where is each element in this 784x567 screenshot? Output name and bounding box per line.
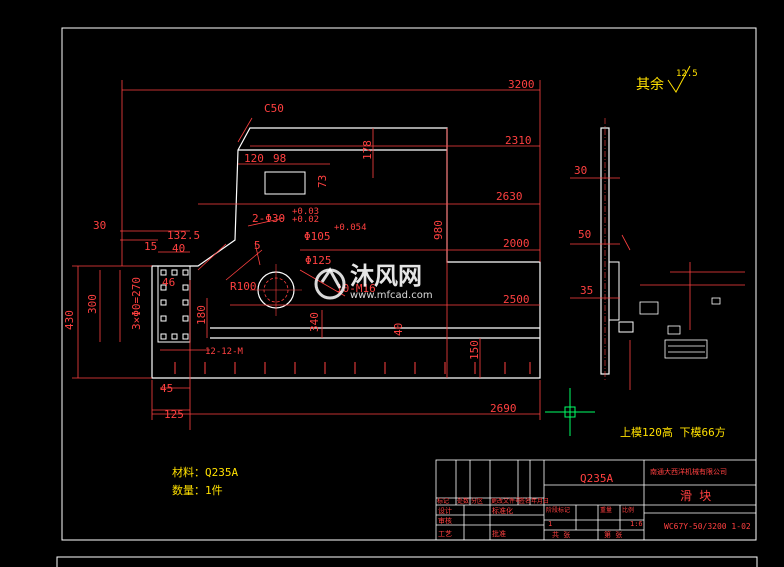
tb-sheet: 1 xyxy=(548,520,552,528)
bottom-tap-ticks xyxy=(174,362,531,374)
dim-340: 340 xyxy=(308,312,321,332)
quantity-note: 数量：1件 xyxy=(172,484,223,497)
watermark: 沐风网 www.mfcad.com xyxy=(314,262,433,301)
dim-150: 150 xyxy=(468,340,481,360)
svg-text:12.5: 12.5 xyxy=(676,69,698,79)
dim-2630: 2630 xyxy=(496,190,523,203)
svg-text:年月日: 年月日 xyxy=(531,497,549,505)
svg-text:工艺: 工艺 xyxy=(438,530,452,538)
tb-scale: 1:6 xyxy=(630,520,643,528)
watermark-text: 沐风网 xyxy=(350,262,422,290)
svg-text:审核: 审核 xyxy=(438,516,452,525)
svg-text:更改文件号: 更改文件号 xyxy=(491,497,521,505)
dim-40: 40 xyxy=(172,242,185,255)
dim-5: 5 xyxy=(254,239,261,252)
tb-drawing-no: WC67Y-50/3200 1-02 xyxy=(664,522,751,531)
bore-dim: Φ105 xyxy=(304,230,331,243)
side-dim-30: 30 xyxy=(574,164,587,177)
dim-132-5: 132.5 xyxy=(167,229,200,242)
dim-46: 46 xyxy=(162,276,175,289)
tb-company: 南通大西洋机械有限公司 xyxy=(650,467,727,476)
side-dim-35: 35 xyxy=(580,284,593,297)
top-pocket xyxy=(264,171,306,195)
hole-callout: 2-Φ30 xyxy=(252,212,285,225)
dim-125-circle: Φ125 xyxy=(305,254,332,267)
hole-tol-bot: +0.02 xyxy=(292,215,319,225)
dim-30: 30 xyxy=(93,219,106,232)
dim-120: 120 xyxy=(244,152,264,165)
dim-180: 180 xyxy=(195,305,208,325)
bolt-circle: 10-M16 xyxy=(336,282,376,295)
detail-sketch xyxy=(639,262,745,359)
dim-125: 125 xyxy=(164,408,184,421)
svg-text:标记: 标记 xyxy=(437,497,449,505)
second-sheet-border xyxy=(56,556,758,567)
material-note: 材料：Q235A xyxy=(172,465,238,479)
dim-2310: 2310 xyxy=(505,134,532,147)
cursor-crosshair xyxy=(545,388,595,436)
dim-300: 300 xyxy=(86,294,99,314)
svg-text:标准化: 标准化 xyxy=(492,506,513,515)
svg-text:分区: 分区 xyxy=(471,497,483,505)
dim-3200: 3200 xyxy=(508,78,535,91)
dim-2690: 2690 xyxy=(490,402,517,415)
surface-note: 上模120高 下模66方 xyxy=(620,425,726,439)
svg-text:处数: 处数 xyxy=(457,497,469,505)
main-part-outline xyxy=(151,127,541,379)
dim-430: 430 xyxy=(63,310,76,330)
dim-2000: 2000 xyxy=(503,237,530,250)
dim-980: 980 xyxy=(432,220,445,240)
drawing-border xyxy=(61,27,757,541)
roughness-symbol: 其余 12.5 xyxy=(636,65,698,93)
svg-text:签名: 签名 xyxy=(519,497,531,505)
dim-r100: R100 xyxy=(230,280,257,293)
dim-178: 178 xyxy=(361,140,374,160)
bore-tol: +0.054 xyxy=(334,223,367,233)
dim-45: 45 xyxy=(160,382,173,395)
svg-text:设计: 设计 xyxy=(438,506,452,515)
watermark-url: www.mfcad.com xyxy=(350,290,433,301)
dim-73: 73 xyxy=(316,175,329,188)
dim-2500: 2500 xyxy=(503,293,530,306)
svg-text:阶段标记: 阶段标记 xyxy=(546,506,570,514)
dim-40b: 40 xyxy=(392,323,405,336)
side-dim-50: 50 xyxy=(578,228,591,241)
svg-text:第 张: 第 张 xyxy=(604,530,622,539)
dim-15: 15 xyxy=(144,240,157,253)
dim-c50: C50 xyxy=(264,102,284,115)
tb-part-name: 滑 块 xyxy=(680,489,711,503)
tap-holes: 12-12-M xyxy=(205,347,244,357)
bore-circle xyxy=(250,264,302,316)
svg-text:其余: 其余 xyxy=(636,76,664,93)
svg-text:重量: 重量 xyxy=(600,506,612,514)
dimension-labels: 3200 2310 2630 2000 2500 2690 980 178 C5… xyxy=(63,78,535,421)
tb-material: Q235A xyxy=(580,472,613,485)
title-block: Q235A 南通大西洋机械有限公司 滑 块 WC67Y-50/3200 1-02… xyxy=(435,459,757,541)
dim-270: 3×Φ0=270 xyxy=(130,277,143,330)
hole-tol-top: +0.03 xyxy=(292,207,319,217)
side-view: 30 50 35 xyxy=(570,118,634,390)
svg-text:批准: 批准 xyxy=(492,529,506,538)
svg-text:共 张: 共 张 xyxy=(552,530,570,539)
svg-text:比例: 比例 xyxy=(622,506,634,514)
dimension-lines xyxy=(72,80,541,430)
left-flange-block xyxy=(157,265,191,343)
dim-98: 98 xyxy=(273,152,286,165)
